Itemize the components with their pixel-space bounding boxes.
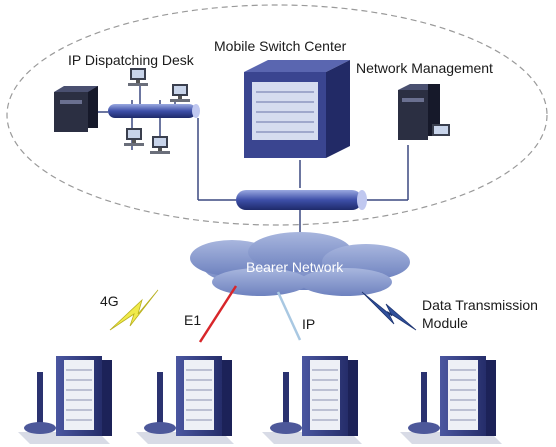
- link-e1-line: [198, 285, 238, 343]
- label-module: Module: [422, 315, 468, 331]
- mobile-switch-center-icon: [244, 60, 350, 158]
- label-mobile-switch-center: Mobile Switch Center: [214, 38, 347, 54]
- label-data-transmission: Data Transmission: [422, 297, 538, 313]
- base-station-1: [18, 355, 113, 444]
- workstation-icon-3: [124, 128, 144, 146]
- label-e1: E1: [184, 312, 202, 328]
- core-network-boundary: [6, 4, 548, 226]
- label-4g: 4G: [100, 293, 119, 309]
- workstation-icon-4: [150, 136, 170, 154]
- dispatch-bus-pipe: [108, 104, 200, 118]
- workstation-icon-1: [128, 68, 148, 86]
- label-ip-dispatching-desk: IP Dispatching Desk: [68, 52, 194, 68]
- label-network-management: Network Management: [356, 60, 493, 76]
- base-station-4: [400, 355, 502, 444]
- link-ip-line: [276, 291, 302, 341]
- base-station-2: [136, 355, 234, 444]
- bearer-network-cloud: [190, 232, 410, 296]
- core-bus-pipe: [236, 190, 367, 210]
- dispatch-server-icon: [54, 86, 98, 132]
- workstation-icon-2: [170, 84, 190, 102]
- link-4g-lightning: [109, 289, 159, 331]
- link-data-lightning: [361, 291, 417, 331]
- network-management-server-icon: [398, 84, 450, 140]
- label-ip: IP: [302, 316, 316, 332]
- label-bearer-network: Bearer Network: [246, 259, 344, 275]
- base-station-3: [262, 355, 362, 444]
